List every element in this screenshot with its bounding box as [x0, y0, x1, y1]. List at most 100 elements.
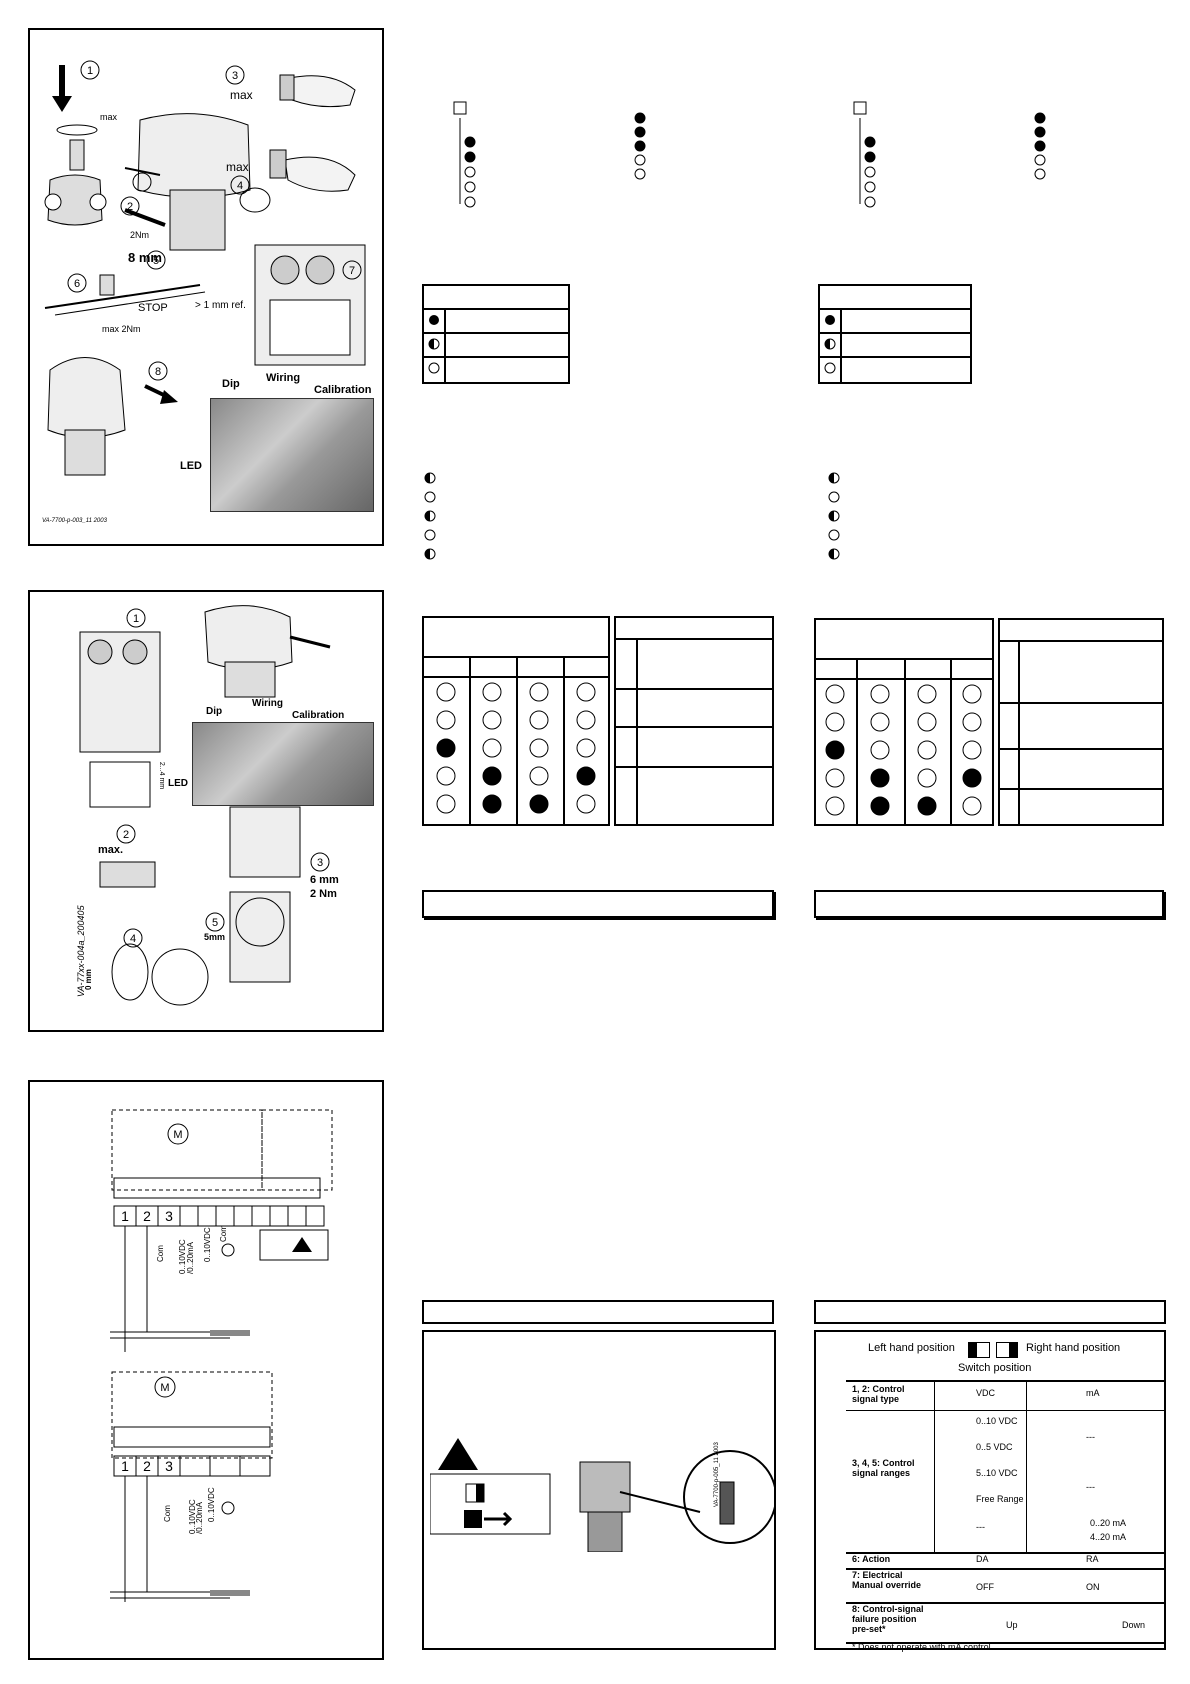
- range-0-10-vdc: 0..10 VDC: [976, 1416, 1018, 1426]
- dip-switch-table: Left hand position Right hand position S…: [814, 1330, 1166, 1652]
- svg-text:4: 4: [130, 933, 136, 945]
- wiring-panel: M 1 2 3 Com 0..10VDC /0..20mA 0..10VDC C…: [28, 1080, 384, 1660]
- led-legend-table-left: [422, 284, 570, 384]
- torque-label: 2Nm: [130, 230, 150, 240]
- led-meaning-left: [614, 616, 774, 826]
- dashes-3: ---: [976, 1522, 985, 1532]
- installation-panel-2: 1 2 3 4 5 Dip Wiring Calibration LED max…: [28, 590, 384, 1032]
- on-label: ON: [1086, 1582, 1100, 1592]
- svg-text:3: 3: [165, 1208, 173, 1224]
- svg-text:3: 3: [165, 1458, 173, 1474]
- svg-text:4: 4: [237, 180, 243, 192]
- svg-text:6: 6: [74, 278, 80, 290]
- drawing-code-2: VA-77xx-004a_200405: [76, 905, 86, 997]
- range-free: Free Range: [976, 1494, 1024, 1504]
- calibration-label-2: Calibration: [292, 710, 345, 721]
- max-2nm-label: max 2Nm: [102, 324, 141, 334]
- row-control-signal-type: 1, 2: Control signal type: [852, 1384, 905, 1404]
- svg-text:0..10VDC: 0..10VDC: [203, 1227, 212, 1262]
- drawing-code: VA-7700-p-003_11 2003: [42, 518, 107, 524]
- max-label-3: max: [230, 88, 253, 102]
- svg-text:/0..20mA: /0..20mA: [195, 1501, 204, 1534]
- vdc-label: VDC: [976, 1388, 996, 1398]
- right-hand-position-label: Right hand position: [1026, 1342, 1121, 1354]
- wiring-label-2: Wiring: [252, 698, 284, 709]
- wiring-photo: [210, 398, 374, 512]
- svg-text:0..10VDC: 0..10VDC: [178, 1239, 187, 1274]
- svg-text:3: 3: [232, 70, 238, 82]
- five-mm-label: 5mm: [204, 932, 226, 942]
- svg-text:1: 1: [87, 65, 93, 77]
- svg-text:8: 8: [155, 366, 161, 378]
- stop-label: STOP: [138, 302, 168, 314]
- switch-position-label: Switch position: [958, 1362, 1032, 1374]
- svg-text:1: 1: [121, 1208, 129, 1224]
- dashes-2: ---: [1086, 1482, 1095, 1492]
- svg-text:0..10VDC: 0..10VDC: [207, 1487, 216, 1522]
- led-legend-table-right: [818, 284, 972, 384]
- dip-header: [814, 1300, 1166, 1324]
- wiring-photo-2: [192, 722, 374, 806]
- svg-text:3: 3: [317, 857, 323, 869]
- left-hand-position-label: Left hand position: [868, 1342, 955, 1354]
- dip-footnote: * Does not operate with mA control.: [852, 1642, 994, 1652]
- svg-text:1: 1: [121, 1458, 129, 1474]
- esd-code: VA-7700-p-005_11 2003: [714, 1442, 720, 1507]
- svg-text:/0..20mA: /0..20mA: [186, 1241, 195, 1274]
- off-label: OFF: [976, 1582, 994, 1592]
- range-0-20-ma: 0..20 mA: [1090, 1518, 1127, 1528]
- left-switch-icon: [968, 1342, 990, 1358]
- led-meaning-right: [998, 618, 1164, 826]
- svg-text:7: 7: [349, 265, 355, 277]
- led-sequence-left: [453, 101, 646, 208]
- max-label: max: [100, 112, 118, 122]
- led-matrix-right: [814, 618, 994, 826]
- dip-label: Dip: [222, 378, 240, 390]
- svg-text:5: 5: [153, 255, 159, 267]
- ra-label: RA: [1086, 1554, 1099, 1564]
- esd-header: [422, 1300, 774, 1324]
- section-header-right: [814, 890, 1164, 918]
- installation-panel-1: 1: [28, 28, 384, 546]
- row-failure-position: 8: Control-signal failure position pre-s…: [852, 1604, 924, 1634]
- ref-label: > 1 mm ref.: [195, 300, 246, 311]
- blink-sequence-right: [828, 472, 840, 560]
- wiring-diagram: M 1 2 3 Com 0..10VDC /0..20mA 0..10VDC C…: [110, 1109, 333, 1602]
- svg-text:2: 2: [123, 829, 129, 841]
- installation-drawing-1: 1: [44, 60, 366, 476]
- svg-text:1: 1: [133, 613, 139, 625]
- max-label-4: max: [226, 160, 249, 174]
- led-label-2: LED: [168, 778, 188, 789]
- torque-label-a: 6 mm: [310, 874, 339, 886]
- dip-label-2: Dip: [206, 706, 223, 717]
- svg-text:2: 2: [143, 1458, 151, 1474]
- torque-label-b: 2 Nm: [310, 888, 337, 900]
- svg-text:2: 2: [143, 1208, 151, 1224]
- svg-text:Com: Com: [219, 1225, 228, 1242]
- ma-label: mA: [1086, 1388, 1100, 1398]
- row-control-signal-ranges: 3, 4, 5: Control signal ranges: [852, 1458, 915, 1478]
- section-header-left: [422, 890, 774, 918]
- dashes-1: ---: [1086, 1432, 1095, 1442]
- down-label: Down: [1122, 1620, 1146, 1630]
- svg-text:Com: Com: [163, 1505, 172, 1522]
- gap-label: 2...4 mm: [158, 761, 166, 790]
- range-5-10-vdc: 5..10 VDC: [976, 1468, 1018, 1478]
- range-4-20-ma: 4..20 mA: [1090, 1532, 1127, 1542]
- blink-sequence-left: [424, 472, 436, 560]
- max-label-2: max.: [98, 844, 124, 856]
- svg-text:Com: Com: [156, 1245, 165, 1262]
- up-label: Up: [1006, 1620, 1018, 1630]
- motor-symbol: M: [173, 1129, 182, 1141]
- wiring-label: Wiring: [266, 372, 301, 384]
- calibration-label: Calibration: [314, 384, 372, 396]
- range-0-5-vdc: 0..5 VDC: [976, 1442, 1013, 1452]
- right-switch-icon: [996, 1342, 1018, 1358]
- led-sequence-right: [853, 101, 1046, 208]
- row-action: 6: Action: [852, 1554, 891, 1564]
- wrench-size-label: 8 mm: [128, 250, 162, 265]
- led-matrix-left: [422, 616, 610, 826]
- svg-text:0..10VDC: 0..10VDC: [188, 1499, 197, 1534]
- led-label: LED: [180, 460, 202, 472]
- esd-panel: VA-7700-p-005_11 2003: [422, 1330, 776, 1650]
